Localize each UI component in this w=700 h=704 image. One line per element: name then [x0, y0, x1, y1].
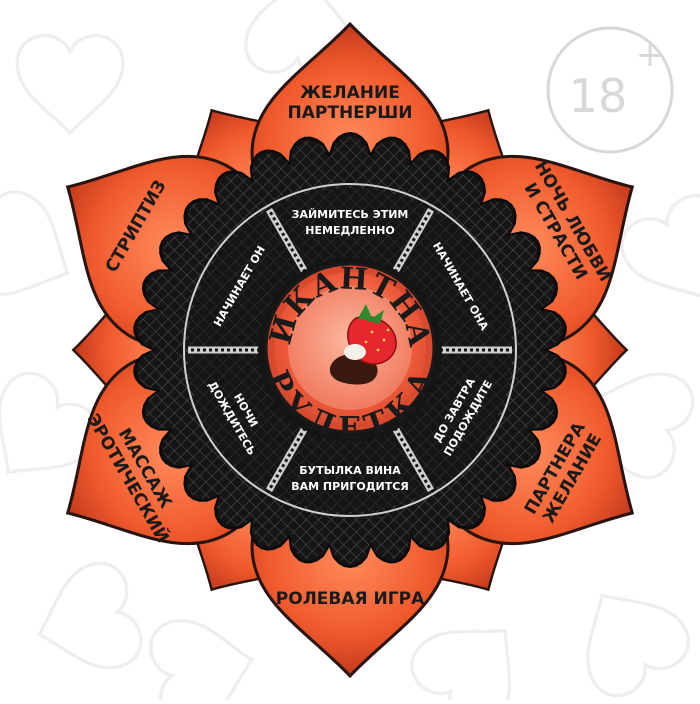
age-18-plus-icon: 18 + — [546, 26, 674, 154]
sector-label-line2: НЕМЕДЛЕННО — [305, 224, 394, 237]
background-heart-icon — [23, 555, 149, 687]
sector-label-line1: ВАМ ПРИГОДИТСЯ — [291, 480, 409, 493]
sector-label-line2: БУТЫЛКА ВИНА — [299, 464, 401, 477]
background-heart-icon — [555, 565, 700, 704]
age-badge-number: 18 — [569, 69, 628, 123]
chocolate-strawberry-icon — [329, 304, 397, 385]
background-heart-icon — [15, 33, 125, 135]
sector-divider-stitch — [267, 208, 307, 273]
sector-divider-stitch — [393, 208, 433, 273]
sector-divider-stitch — [393, 427, 433, 492]
sector-ring-outer-line — [183, 183, 517, 517]
petal-label-line2: ПАРТНЕРШИ — [288, 103, 413, 123]
background-heart-icon — [399, 593, 547, 704]
sector-divider-stitch — [267, 427, 307, 492]
sector-label: ВАМ ПРИГОДИТСЯ БУТЫЛКА ВИНА — [291, 464, 409, 493]
age-badge-plus: + — [636, 35, 665, 75]
background-heart-icon — [144, 606, 264, 704]
petal-label-line1: ЖЕЛАНИЕ — [300, 83, 400, 103]
petal-label-line1: РОЛЕВАЯ ИГРА — [276, 589, 425, 609]
sector-label: ЗАЙМИТЕСЬ ЭТИМ НЕМЕДЛЕННО — [292, 208, 409, 237]
petal-label: РОЛЕВАЯ ИГРА — [276, 589, 425, 609]
sector-label-line1: ЗАЙМИТЕСЬ ЭТИМ — [292, 208, 409, 221]
